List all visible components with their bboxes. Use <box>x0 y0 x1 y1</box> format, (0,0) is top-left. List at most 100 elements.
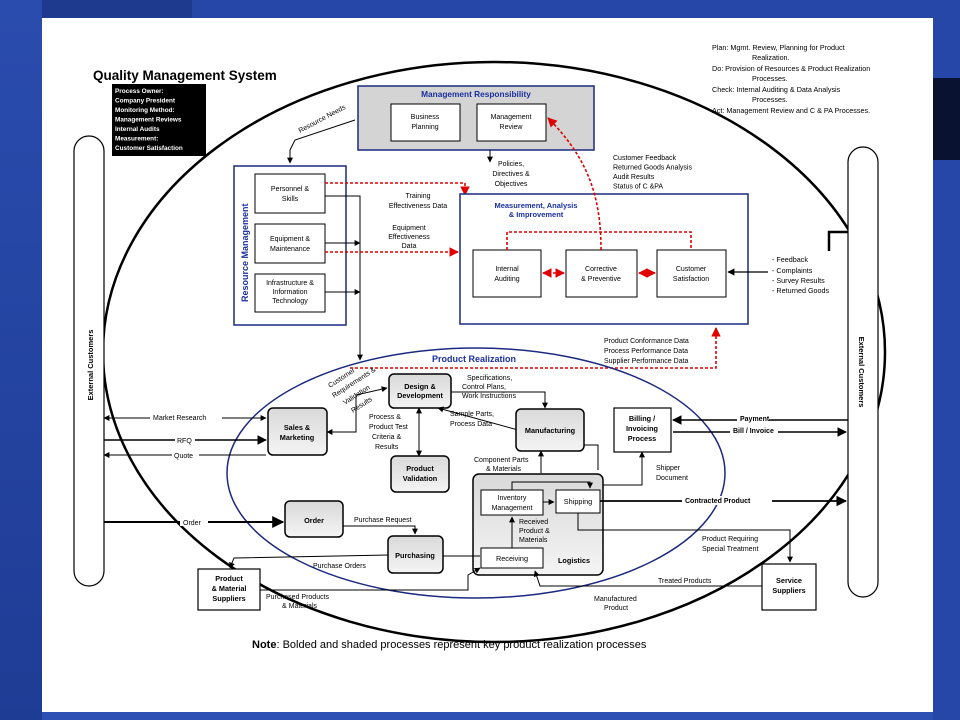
feedback-info-line: Audit Results <box>613 174 655 181</box>
management-review-label: Review <box>500 124 524 131</box>
infrastructure-label: Infrastructure & <box>266 280 314 287</box>
conformance-line: Product Conformance Data <box>604 338 689 345</box>
measurement-section: Measurement, Analysis & Improvement Inte… <box>459 193 749 325</box>
service-suppliers-label: Service <box>776 576 802 585</box>
billing-label: Billing / <box>629 414 655 423</box>
feedback-item: - Survey Results <box>772 276 825 285</box>
design-label: Development <box>397 391 443 400</box>
purchase-orders-label: Purchase Orders <box>313 563 366 570</box>
feedback-info: Customer Feedback Returned Goods Analysi… <box>613 155 692 191</box>
special-line: Special Treatment <box>702 546 758 553</box>
manufacturing-box <box>515 408 585 452</box>
resource-needs-label: Resource Needs <box>298 104 348 135</box>
market-research-label: Market Research <box>153 415 206 422</box>
footnote: Note: Bolded and shaded processes repres… <box>252 639 647 651</box>
pdca-act: Act: Management Review and C & PA Proces… <box>712 106 870 115</box>
component-parts-label: Component Parts & Materials <box>474 457 529 473</box>
customer-satisfaction-label: Customer <box>676 266 707 273</box>
purchased-line: Purchased Products <box>266 594 330 601</box>
internal-auditing-label: Auditing <box>494 276 519 283</box>
sales-label: Marketing <box>280 433 314 442</box>
customer-satisfaction-label: Satisfaction <box>673 276 709 283</box>
pdca-plan: Plan: Mgmt. Review, Planning for Product <box>712 43 845 52</box>
business-planning-box <box>390 103 461 142</box>
inventory-box <box>480 489 544 516</box>
external-customers-left: External Customers <box>73 135 105 587</box>
spec-line: Control Plans, <box>462 384 506 391</box>
policies-label: Objectives <box>495 181 528 188</box>
specifications-label: Specifications, Control Plans, Work Inst… <box>462 375 516 400</box>
process-test-line: Product Test <box>369 424 408 431</box>
service-suppliers-label: Suppliers <box>772 586 805 595</box>
product-suppliers-label: Product <box>215 574 243 583</box>
owner-line: Measurement: <box>115 136 158 143</box>
external-customers-label: External Customers <box>86 330 95 401</box>
rfq-label: RFQ <box>177 438 192 445</box>
equipment-eff-label: Equipment <box>392 225 426 232</box>
policies-label: Directives & <box>492 171 530 178</box>
shipper-document-label: Shipper Document <box>656 465 688 482</box>
pdca-plan2: Realization. <box>752 53 790 62</box>
purchasing-label: Purchasing <box>395 551 435 560</box>
customer-satisfaction-box <box>656 249 727 298</box>
service-suppliers-box <box>761 563 817 611</box>
infrastructure-label: Information <box>272 289 307 296</box>
quote-label: Quote <box>174 453 193 460</box>
footnote-rest: : Bolded and shaded processes represent … <box>276 639 646 651</box>
logistics-label: Logistics <box>558 556 590 565</box>
internal-auditing-box <box>472 249 542 298</box>
product-suppliers-label: & Material <box>212 584 247 593</box>
policies-label: Policies, <box>498 161 524 168</box>
feedback-info-line: Customer Feedback <box>613 155 677 162</box>
received-line: Materials <box>519 537 548 544</box>
manufactured-product-label: Manufactured Product <box>594 596 637 612</box>
order-box <box>284 500 344 538</box>
equipment-eff-label: Data <box>402 243 417 250</box>
treated-products-label: Treated Products <box>658 578 712 585</box>
internal-auditing-label: Internal <box>495 266 519 273</box>
feedback-item: - Returned Goods <box>772 286 830 295</box>
training-label: Effectiveness Data <box>389 203 447 210</box>
special-line: Product Requiring <box>702 536 758 543</box>
inventory-label: Management <box>492 505 533 512</box>
process-test-line: Results <box>375 444 399 451</box>
external-customers-label: External Customers <box>857 337 866 408</box>
measurement-title: Measurement, Analysis <box>494 201 577 210</box>
equipment-box <box>254 223 326 264</box>
shipper-line: Document <box>656 475 688 482</box>
spec-line: Specifications, <box>467 375 512 382</box>
product-suppliers-label: Suppliers <box>212 594 245 603</box>
payment-label: Payment <box>740 416 770 423</box>
component-line: & Materials <box>486 466 522 473</box>
order-label: Order <box>304 516 324 525</box>
customer-requirements-label: Customer Requirements & Validation Resul… <box>327 366 377 414</box>
footnote-bold: Note <box>252 639 276 651</box>
personnel-label: Skills <box>282 196 299 203</box>
process-test-line: Process & <box>369 414 401 421</box>
billing-box <box>613 407 672 453</box>
shipping-label: Shipping <box>564 497 592 506</box>
manufacturing-label: Manufacturing <box>525 426 575 435</box>
feedback-item: - Feedback <box>772 255 808 264</box>
management-responsibility-section: Management Responsibility Business Plann… <box>357 85 595 151</box>
billing-label: Process <box>628 434 656 443</box>
infrastructure-label: Technology <box>272 298 308 305</box>
sample-parts-label: Sample Parts, Process Data <box>450 411 494 428</box>
purchased-line: & Materials <box>282 603 318 610</box>
corrective-preventive-box <box>565 249 638 298</box>
right-dark-block <box>933 78 960 160</box>
conformance-line: Process Performance Data <box>604 348 688 355</box>
sales-label: Sales & <box>284 423 311 432</box>
left-flows: Market Research RFQ Quote Order <box>103 413 285 528</box>
pdca-do2: Processes. <box>752 74 788 83</box>
business-planning-label: Planning <box>411 124 438 131</box>
feedback-info-line: Status of C &PA <box>613 184 663 191</box>
product-realization-ellipse <box>226 347 726 599</box>
pdca-check: Check: Internal Auditing & Data Analysis <box>712 85 841 94</box>
business-planning-label: Business <box>411 114 440 121</box>
purchasing-box <box>387 535 444 574</box>
pdca-legend: Plan: Mgmt. Review, Planning for Product… <box>712 43 870 115</box>
conformance-line: Supplier Performance Data <box>604 358 689 365</box>
